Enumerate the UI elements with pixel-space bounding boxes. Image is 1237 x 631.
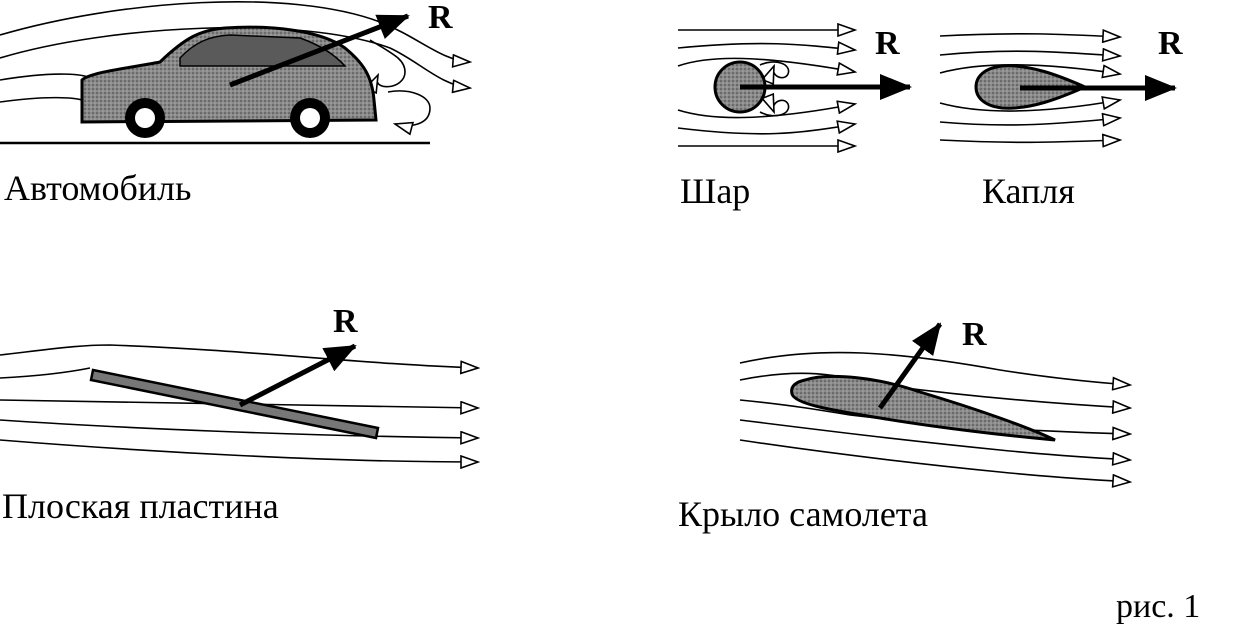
car-force-arrow <box>229 13 410 88</box>
wing-force-arrow <box>877 322 943 410</box>
plate-caption: Плоская пластина <box>2 486 279 526</box>
wing-body <box>790 374 1056 442</box>
ball-streamlines <box>677 30 855 146</box>
ball-force-label: R <box>875 25 900 62</box>
plate-body <box>89 368 380 440</box>
ball-panel: R <box>677 25 912 146</box>
drop-caption: Капля <box>982 171 1075 211</box>
ball-caption: Шар <box>680 171 751 211</box>
figure-label: рис. 1 <box>1116 588 1201 625</box>
car-caption: Автомобиль <box>4 168 192 208</box>
drop-force-label: R <box>1158 25 1183 62</box>
plate-streamlines <box>0 344 478 462</box>
drop-streamlines <box>939 34 1120 143</box>
car-force-label: R <box>428 0 453 36</box>
car-streamlines <box>0 1 470 126</box>
plate-force-label: R <box>333 303 358 340</box>
wing-force-label: R <box>962 316 987 353</box>
drop-panel: R <box>939 25 1183 143</box>
wing-panel: R <box>739 316 1130 482</box>
wing-caption: Крыло самолета <box>678 494 928 534</box>
car-panel: R <box>0 0 470 145</box>
plate-force-arrow <box>238 343 357 408</box>
plate-panel: R <box>0 303 478 462</box>
